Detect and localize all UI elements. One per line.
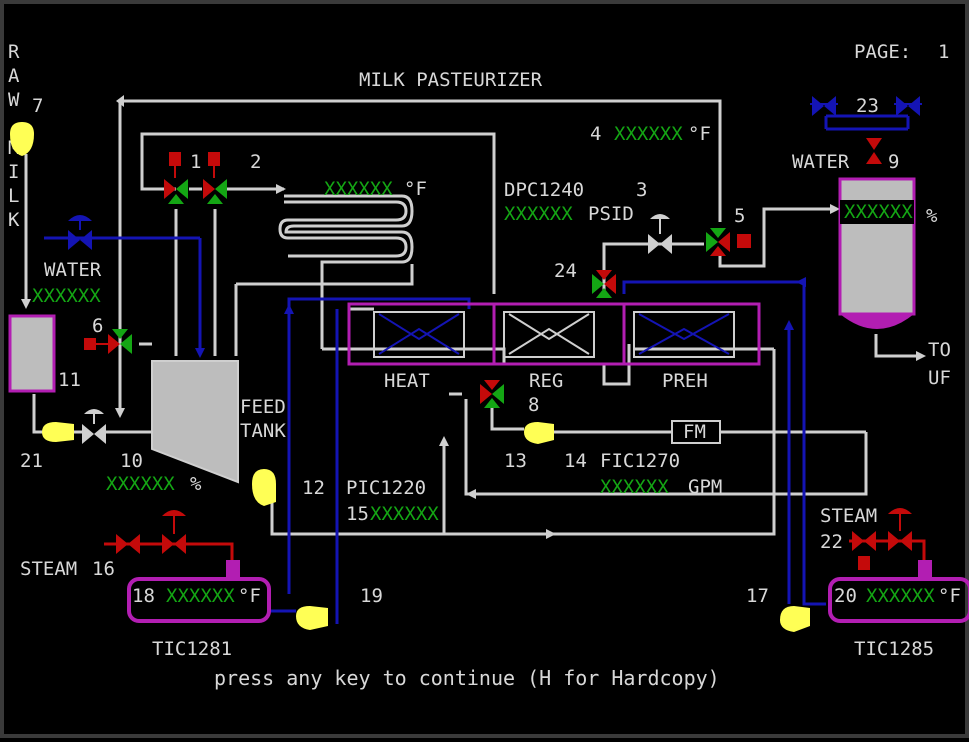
water-top-label: WATER <box>792 151 850 173</box>
steam-left-label: STEAM <box>20 558 77 580</box>
pic-readout: XXXXXX <box>370 503 439 525</box>
fic-readout: XXXXXX <box>600 476 669 498</box>
temp-4-unit: °F <box>688 123 711 145</box>
svg-text:I: I <box>8 161 19 183</box>
tag-6: 6 <box>92 315 103 337</box>
tag-3: 3 <box>636 179 647 201</box>
tag-11: 11 <box>58 369 81 391</box>
tank-level-readout: XXXXXX <box>844 201 913 223</box>
feed-tank-level-readout: XXXXXX <box>106 473 175 495</box>
heat-label: HEAT <box>384 370 430 392</box>
raw-milk-tank <box>8 314 56 393</box>
tag-21: 21 <box>20 450 43 472</box>
tag-14: 14 <box>564 450 587 472</box>
tag-8: 8 <box>528 394 539 416</box>
pic-tag: PIC1220 <box>346 477 426 499</box>
svg-text:R: R <box>8 41 20 63</box>
tag-18: 18 <box>132 585 155 607</box>
svg-text:L: L <box>8 185 19 207</box>
product-pipes <box>21 95 926 539</box>
reg-label: REG <box>529 370 563 392</box>
tag-5: 5 <box>734 205 745 227</box>
dpc-readout: XXXXXX <box>504 203 573 225</box>
coil-temp-readout: XXXXXX <box>324 178 393 200</box>
preh-label: PREH <box>662 370 708 392</box>
to-label: TO <box>928 339 951 361</box>
tag-2: 2 <box>250 151 261 173</box>
tag-24: 24 <box>554 260 577 282</box>
valve-9[interactable] <box>866 138 882 164</box>
heat-exchanger <box>347 302 761 366</box>
process-diagram: MILK PASTEURIZER PAGE: 1 R A W M I L K 7 <box>8 41 969 690</box>
pump-17[interactable] <box>780 606 810 632</box>
tag-13: 13 <box>504 450 527 472</box>
valve-5[interactable] <box>706 228 751 256</box>
steam-right-label: STEAM <box>820 505 877 527</box>
water-flow-readout: XXXXXX <box>32 285 101 307</box>
svg-text:W: W <box>8 89 20 111</box>
feed-tank-level-unit: % <box>190 473 202 495</box>
flow-meter <box>671 420 721 444</box>
steam-valves-right[interactable] <box>852 508 912 570</box>
tag-12: 12 <box>302 477 325 499</box>
tic-left-unit: °F <box>238 585 261 607</box>
tank-label: TANK <box>240 420 286 442</box>
hot-water-tank-right <box>828 560 969 623</box>
pump-21[interactable] <box>42 422 74 442</box>
screen-title: MILK PASTEURIZER <box>359 69 543 91</box>
tag-9: 9 <box>888 151 899 173</box>
tag-19: 19 <box>360 585 383 607</box>
feed-tank <box>151 360 239 484</box>
fm-label: FM <box>683 421 706 443</box>
temp-4-readout: XXXXXX <box>614 123 683 145</box>
tag-10: 10 <box>120 450 143 472</box>
uf-label: UF <box>928 367 951 389</box>
feed-label: FEED <box>240 396 286 418</box>
tic-right-readout: XXXXXX <box>866 585 935 607</box>
tag-16: 16 <box>92 558 115 580</box>
valve-6[interactable] <box>84 329 132 354</box>
tag-22: 22 <box>820 531 843 553</box>
pump-13[interactable] <box>524 422 554 444</box>
steam-lines <box>104 539 926 560</box>
storage-tank <box>838 177 916 329</box>
tag-17: 17 <box>746 585 769 607</box>
hot-water-tank-left <box>127 560 271 623</box>
pump-19[interactable] <box>296 606 328 630</box>
continue-prompt[interactable]: press any key to continue (H for Hardcop… <box>214 666 720 690</box>
tank-level-unit: % <box>926 205 938 227</box>
page-number: 1 <box>938 41 949 63</box>
water-left-label: WATER <box>44 259 102 281</box>
coil-temp-unit: °F <box>404 178 427 200</box>
pump-12[interactable] <box>252 469 276 506</box>
valve-water-left[interactable] <box>68 215 92 250</box>
valve-1[interactable] <box>164 152 188 204</box>
valve-23[interactable] <box>810 96 922 116</box>
valve-24[interactable] <box>592 270 616 298</box>
tag-15: 15 <box>346 503 369 525</box>
tag-4: 4 <box>590 123 601 145</box>
valve-10[interactable] <box>82 409 106 444</box>
dpc-tag: DPC1240 <box>504 179 584 201</box>
tic-right-tag: TIC1285 <box>854 638 934 660</box>
valve-8[interactable] <box>462 380 504 408</box>
svg-text:A: A <box>8 65 20 87</box>
page-label: PAGE: <box>854 41 911 63</box>
steam-valves-left[interactable] <box>116 510 186 554</box>
fic-tag: FIC1270 <box>600 450 680 472</box>
pump-7[interactable] <box>10 122 34 156</box>
tic-left-readout: XXXXXX <box>166 585 235 607</box>
tag-7: 7 <box>32 95 43 117</box>
psid-unit: PSID <box>588 203 634 225</box>
tic-left-tag: TIC1281 <box>152 638 232 660</box>
tag-23: 23 <box>856 95 879 117</box>
valve-3[interactable] <box>648 214 672 254</box>
svg-text:K: K <box>8 209 20 231</box>
tag-20: 20 <box>834 585 857 607</box>
valve-2[interactable] <box>203 152 227 204</box>
tic-right-unit: °F <box>938 585 961 607</box>
tag-1: 1 <box>190 151 201 173</box>
gpm-unit: GPM <box>688 476 722 498</box>
